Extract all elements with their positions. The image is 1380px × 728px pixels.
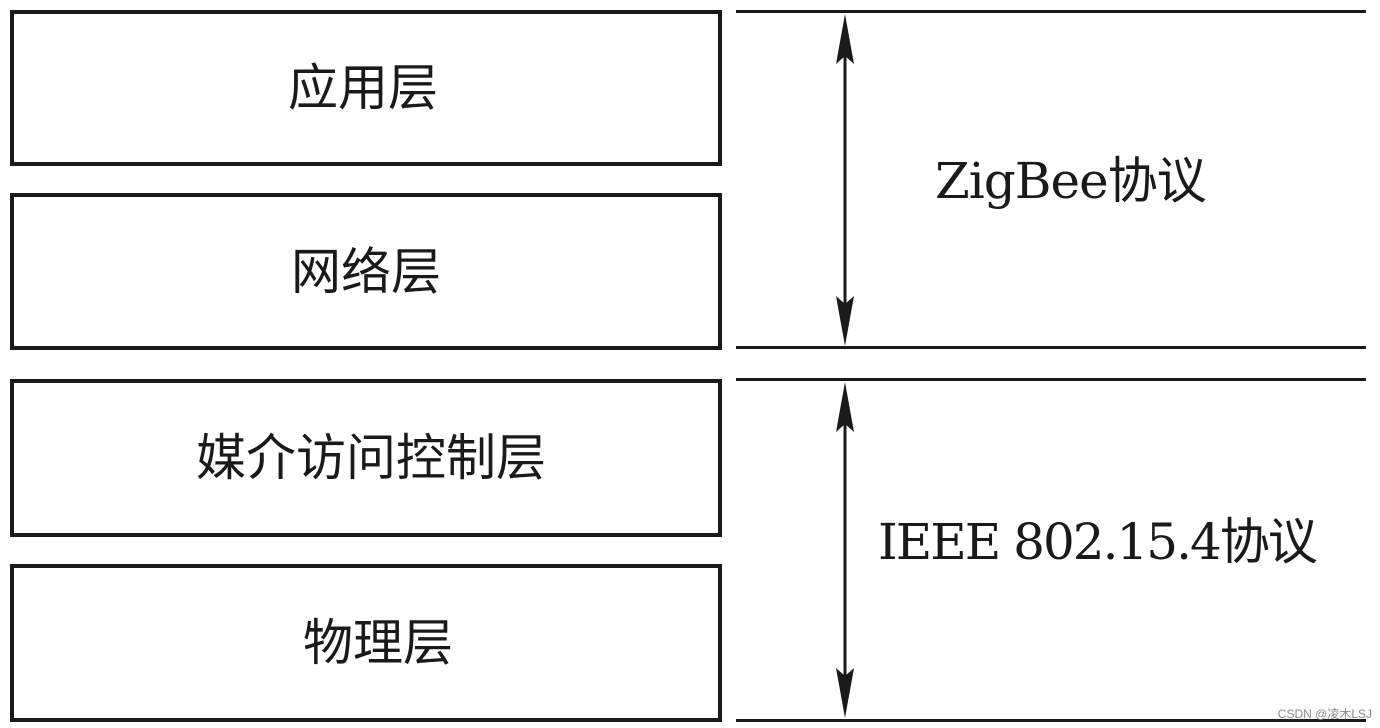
bracket-line-ieee-bottom bbox=[736, 719, 1366, 722]
bracket-line-ieee-top bbox=[736, 378, 1366, 381]
bracket-line-zigbee-bottom bbox=[736, 346, 1366, 349]
layer-label-network: 网络层 bbox=[291, 242, 441, 301]
watermark-text: CSDN @凌木LSJ bbox=[1277, 707, 1372, 721]
double-arrow-ieee bbox=[836, 382, 854, 718]
layer-box-application: 应用层 bbox=[10, 10, 722, 166]
layer-box-mac: 媒介访问控制层 bbox=[10, 379, 722, 537]
double-arrow-zigbee bbox=[836, 14, 854, 346]
layer-box-physical: 物理层 bbox=[10, 564, 722, 722]
layer-label-physical: 物理层 bbox=[303, 614, 453, 672]
layer-box-network: 网络层 bbox=[10, 193, 722, 350]
layer-label-mac: 媒介访问控制层 bbox=[196, 429, 546, 487]
protocol-label-ieee: IEEE 802.15.4协议 bbox=[878, 513, 1318, 571]
protocol-label-zigbee: ZigBee协议 bbox=[935, 152, 1207, 210]
layer-label-application: 应用层 bbox=[288, 59, 438, 117]
bracket-line-zigbee-top bbox=[736, 10, 1366, 13]
